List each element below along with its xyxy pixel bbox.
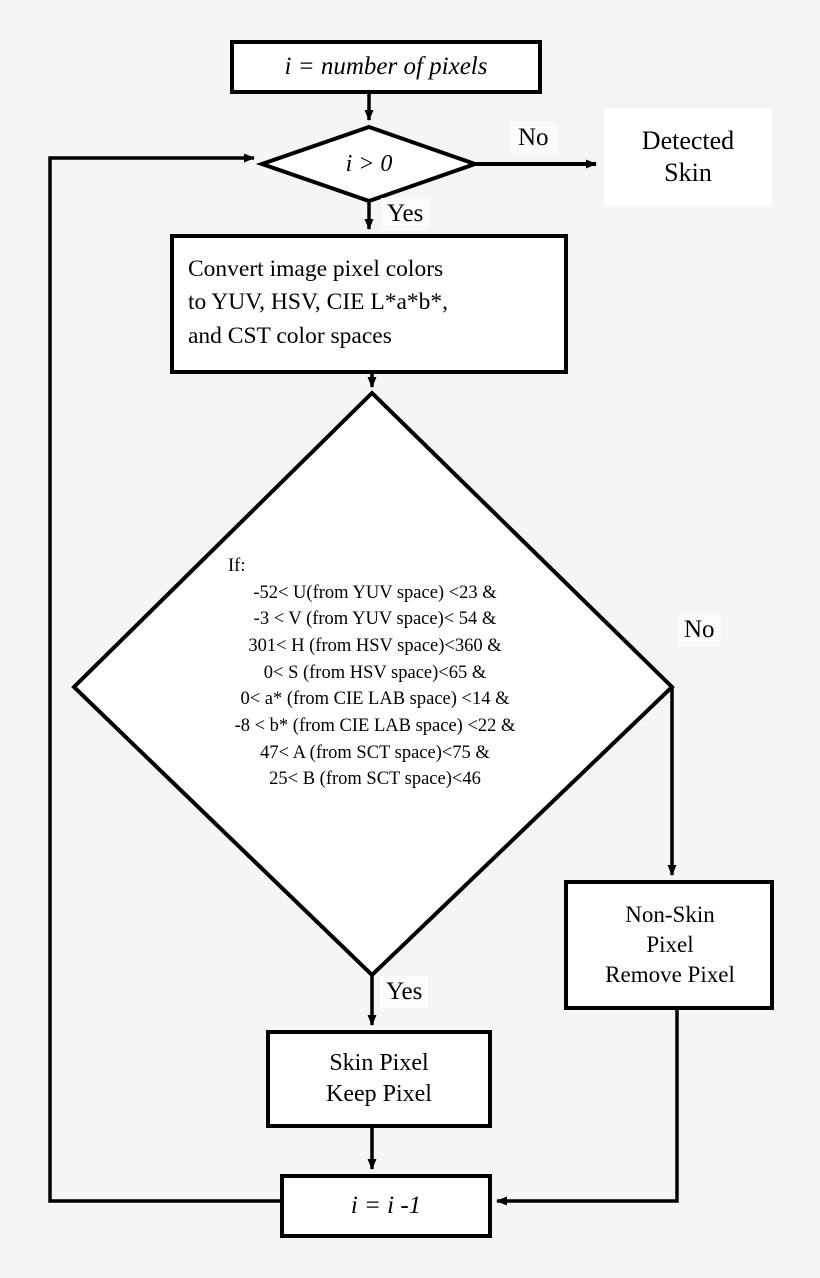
detected-skin-box — [604, 108, 772, 206]
start-box — [230, 40, 542, 94]
non-skin-box — [564, 880, 774, 1010]
convert-box — [170, 234, 568, 374]
edge-decrement-loopback — [48, 153, 282, 1203]
skin-box — [266, 1030, 492, 1128]
loop-condition-diamond — [255, 124, 482, 204]
edge-nonskin-to-decrement — [496, 1008, 679, 1206]
decrement-box — [280, 1174, 492, 1238]
